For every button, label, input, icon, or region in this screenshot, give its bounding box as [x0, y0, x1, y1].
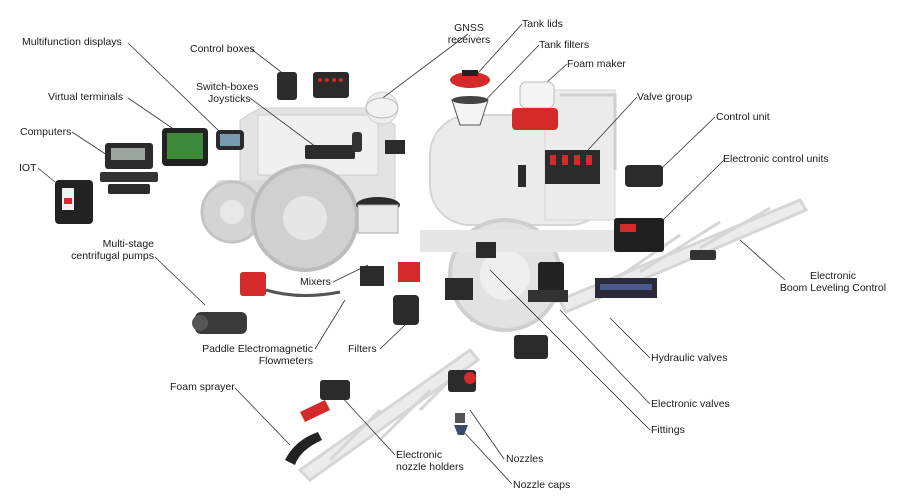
label-computers: Computers [20, 126, 72, 138]
paddle-flowmeter[interactable] [240, 272, 341, 298]
label-gnss-receivers-line2: receivers [447, 34, 491, 46]
control-box-small[interactable] [277, 72, 297, 100]
fitting[interactable] [445, 242, 496, 300]
control-box-wide[interactable] [313, 72, 349, 98]
label-boom-leveling-control: Electronic Boom Leveling Control [773, 270, 893, 294]
label-boom-leveling-line2: Boom Leveling Control [779, 282, 887, 294]
label-gnss-receivers: GNSS receivers [444, 22, 494, 46]
label-electronic-valves: Electronic valves [651, 398, 730, 410]
switch-box[interactable] [305, 132, 362, 159]
control-unit[interactable] [625, 165, 663, 187]
label-joysticks: Joysticks [208, 93, 251, 105]
centrifugal-pump[interactable] [192, 312, 247, 334]
label-hydraulic-valves: Hydraulic valves [651, 352, 728, 364]
tank-filter[interactable] [451, 96, 489, 126]
label-foam-sprayer: Foam sprayer [170, 381, 235, 393]
label-virtual-terminals: Virtual terminals [48, 91, 124, 103]
label-multi-stage-pumps: Multi-stage centrifugal pumps [60, 238, 154, 262]
mixer[interactable] [356, 197, 400, 234]
nozzle[interactable] [455, 413, 465, 423]
boom-leveling-sensor[interactable] [690, 250, 716, 260]
label-control-unit: Control unit [716, 111, 770, 123]
hydraulic-valve-bank[interactable] [595, 278, 657, 298]
label-gnss-receivers-line1: GNSS [454, 22, 484, 34]
misc-fittings [385, 140, 548, 359]
filter[interactable] [360, 262, 420, 325]
foam-sprayer[interactable] [285, 400, 330, 465]
tractor-ghost [200, 91, 399, 272]
virtual-terminal[interactable] [162, 128, 208, 166]
label-tank-filters: Tank filters [539, 39, 590, 51]
label-paddle-line2: Flowmeters [258, 355, 313, 367]
label-control-boxes: Control boxes [190, 43, 255, 55]
leader-lines [37, 23, 786, 485]
label-filters: Filters [348, 343, 377, 355]
foam-maker[interactable] [512, 81, 558, 130]
label-nozzle-holders-line1: Electronic [396, 449, 443, 461]
label-nozzle-caps: Nozzle caps [513, 479, 571, 491]
tank-lid[interactable] [450, 70, 490, 88]
label-nozzle-holders-line2: nozzle holders [396, 461, 464, 473]
label-boom-leveling-line1: Electronic [809, 270, 857, 282]
label-paddle-flowmeters: Paddle Electromagnetic Flowmeters [190, 343, 313, 367]
label-electronic-control-units: Electronic control units [723, 153, 829, 165]
iot-module[interactable] [55, 180, 93, 224]
valve-group[interactable] [545, 150, 600, 184]
nozzle-cap[interactable] [454, 425, 468, 435]
gnss-receiver[interactable] [365, 97, 399, 119]
label-tank-lids: Tank lids [522, 18, 563, 30]
electronic-control-unit[interactable] [614, 218, 664, 252]
label-multi-stage-line2: centrifugal pumps [71, 250, 154, 262]
label-switch-boxes: Switch-boxes Joysticks [196, 81, 258, 105]
label-multifunction-displays: Multifunction displays [22, 36, 122, 48]
label-nozzles: Nozzles [506, 453, 544, 465]
nozzle-holder[interactable] [320, 370, 476, 400]
label-paddle-line1: Paddle Electromagnetic [202, 343, 313, 355]
multifunction-display[interactable] [216, 130, 244, 150]
label-fittings: Fittings [651, 424, 685, 436]
label-foam-maker: Foam maker [567, 58, 626, 70]
label-valve-group: Valve group [637, 91, 693, 103]
electronic-valve[interactable] [528, 262, 568, 302]
label-multi-stage-line1: Multi-stage [102, 238, 154, 250]
label-mixers: Mixers [300, 276, 331, 288]
label-nozzle-holders: Electronic nozzle holders [396, 449, 464, 473]
computer-unit[interactable] [100, 143, 158, 194]
label-iot: IOT [19, 162, 37, 174]
label-switch-boxes-line1: Switch-boxes [196, 81, 259, 93]
